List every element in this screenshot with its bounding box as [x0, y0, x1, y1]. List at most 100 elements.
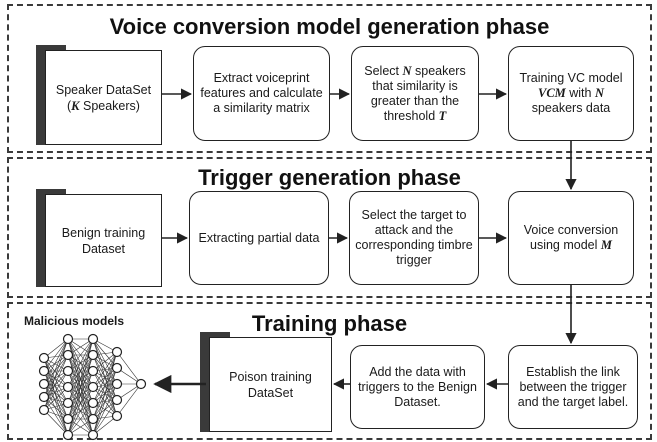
k-symbol: K [71, 98, 80, 113]
extract-voiceprint-text: Extract voiceprint features and calculat… [200, 71, 323, 115]
training-phase: Training phase [7, 302, 652, 440]
nn-connection [116, 383, 142, 417]
voice-conversion-node: Voice conversion using model M [508, 191, 634, 285]
speaker-dataset-node: Speaker DataSet(K Speakers) [36, 45, 162, 145]
nn-connection [92, 351, 118, 420]
select-target-text: Select the target to attack and the corr… [355, 208, 473, 267]
poison-dataset-label: Poison training DataSet [209, 337, 332, 432]
nn-node [111, 410, 123, 422]
nn-node [111, 346, 123, 358]
nn-node [38, 365, 50, 377]
voice-conversion-text: Voice conversion using model M [514, 223, 628, 253]
nn-node [62, 413, 74, 425]
nn-connection [43, 354, 69, 398]
poison-dataset-text: Poison training DataSet [229, 369, 312, 400]
nn-node [38, 391, 50, 403]
select-a: Select [364, 63, 403, 78]
vcm-symbol: VCM [537, 86, 566, 100]
nn-connection [92, 351, 118, 388]
nn-connection [43, 354, 69, 385]
nn-connection [43, 338, 69, 359]
trigger-generation-phase: Trigger generation phase [7, 157, 652, 298]
nn-connection [43, 370, 69, 398]
select-speakers-node: Select N speakers that similarity is gre… [351, 46, 479, 141]
benign-dataset-text: Benign training Dataset [61, 225, 146, 256]
establish-link-node: Establish the link between the trigger a… [508, 345, 638, 429]
select-target-node: Select the target to attack and the corr… [349, 191, 479, 285]
nn-connection [43, 409, 69, 436]
poison-dataset-node: Poison training DataSet [200, 332, 332, 432]
nn-node [87, 349, 99, 361]
n-symbol: N [402, 63, 412, 78]
nn-node [135, 378, 147, 390]
nn-node [87, 381, 99, 393]
nn-node [38, 404, 50, 416]
nn-connection [116, 351, 142, 385]
nn-node [62, 429, 74, 441]
train-a: Training VC model [519, 71, 623, 85]
malicious-models-label: Malicious models [24, 314, 125, 328]
establish-link-text: Establish the link between the trigger a… [517, 364, 629, 409]
nn-node [111, 362, 123, 374]
training-phase-title: Training phase [251, 311, 408, 336]
nn-node [87, 413, 99, 425]
nn-node [38, 378, 50, 390]
n-symbol-2: N [594, 86, 604, 100]
nn-node [38, 352, 50, 364]
nn-connection [67, 338, 94, 404]
select-speakers-text: Select N speakers that similarity is gre… [357, 64, 473, 124]
nn-connection [43, 338, 69, 385]
nn-connection [67, 338, 94, 388]
nn-node [62, 333, 74, 345]
nn-connection [43, 370, 69, 411]
t-symbol: T [438, 108, 447, 123]
speakers-text: Speakers) [79, 98, 140, 113]
speaker-dataset-label: Speaker DataSet(K Speakers) [45, 50, 162, 145]
nn-connection [67, 338, 94, 372]
add-triggers-text: Add the data with triggers to the Benign… [358, 364, 477, 409]
nn-node [87, 365, 99, 377]
extracting-partial-text: Extracting partial data [198, 230, 320, 245]
convert-a: Voice conversion using model [523, 223, 619, 252]
extract-voiceprint-node: Extract voiceprint features and calculat… [193, 46, 330, 141]
nn-connection [92, 351, 118, 404]
nn-node [111, 378, 123, 390]
extracting-partial-node: Extracting partial data [189, 191, 329, 285]
neural-network-icon [38, 333, 147, 441]
m-symbol: M [600, 238, 612, 252]
voice-conversion-phase: Voice conversion model generation phase [7, 4, 652, 153]
nn-connection [67, 386, 94, 436]
nn-connection [92, 351, 118, 372]
nn-connection [92, 399, 118, 436]
nn-connection [43, 357, 69, 388]
nn-node [87, 333, 99, 345]
nn-connection [43, 386, 69, 411]
nn-connection [43, 354, 69, 411]
trigger-generation-phase-title: Trigger generation phase [198, 165, 461, 190]
nn-node [62, 397, 74, 409]
nn-node [62, 349, 74, 361]
nn-connection [67, 370, 94, 436]
train-c: speakers data [531, 101, 611, 115]
nn-node [87, 397, 99, 409]
voice-conversion-phase-title: Voice conversion model generation phase [109, 14, 550, 39]
nn-connection [43, 338, 69, 372]
training-vc-model-text: Training VC model VCM with N speakers da… [514, 71, 628, 116]
nn-node [62, 365, 74, 377]
training-vc-model-node: Training VC model VCM with N speakers da… [508, 46, 634, 141]
select-b: speakers that similarity is greater than… [370, 63, 466, 123]
nn-connection [43, 338, 69, 398]
benign-dataset-node: Benign training Dataset [36, 189, 162, 287]
speaker-dataset-text: Speaker DataSet [55, 82, 152, 97]
train-b: with [565, 86, 595, 100]
nn-node [111, 394, 123, 406]
nn-connection [67, 402, 94, 436]
benign-dataset-label: Benign training Dataset [45, 194, 162, 287]
nn-connection [92, 383, 118, 436]
nn-node [62, 381, 74, 393]
nn-node [87, 429, 99, 441]
nn-connection [92, 367, 118, 436]
nn-connection [92, 415, 118, 436]
add-triggers-node: Add the data with triggers to the Benign… [350, 345, 485, 429]
